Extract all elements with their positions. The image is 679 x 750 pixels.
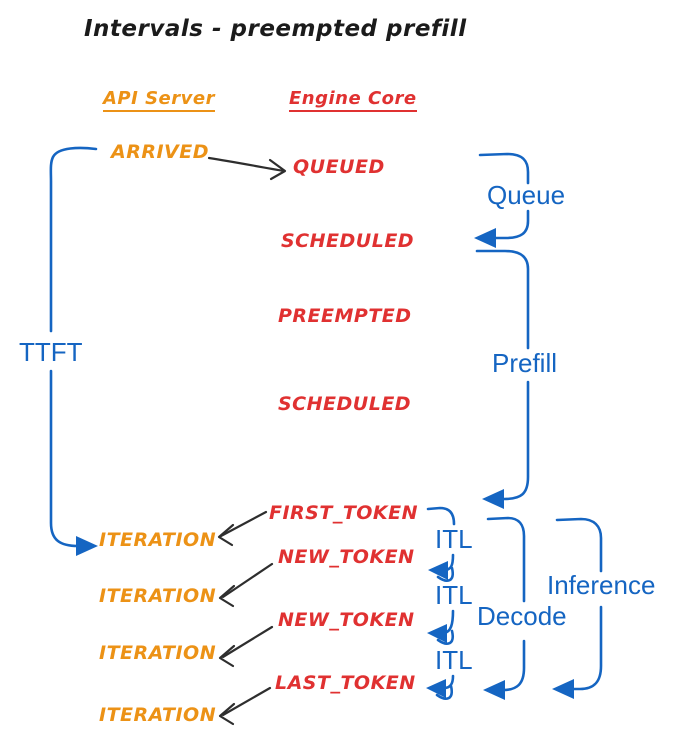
event-iteration-1: ITERATION [99, 529, 217, 551]
interval-label-ttft: TTFT [19, 337, 83, 367]
itl1-arrowhead-left-icon [428, 561, 448, 580]
itl2-arrowhead-left-icon [427, 624, 447, 643]
ttft-bracket [49, 146, 98, 556]
event-scheduled-1: SCHEDULED [281, 230, 415, 252]
event-iteration-3: ITERATION [99, 642, 217, 664]
itl-bracket-2 [427, 609, 455, 645]
interval-label-itl-3: ITL [435, 645, 473, 675]
interval-label-decode: Decode [477, 601, 567, 631]
event-arrived: ARRIVED [111, 141, 209, 163]
diagram-title: Intervals - preempted prefill [84, 16, 467, 42]
prefill-arrowhead-left-icon [482, 489, 504, 509]
prefill-bracket [475, 249, 530, 509]
interval-label-itl-2: ITL [435, 580, 473, 610]
arrow-last-token-to-iteration-4 [218, 686, 272, 726]
event-preempted: PREEMPTED [278, 305, 412, 327]
itl-bracket-1 [426, 506, 456, 582]
event-iteration-4: ITERATION [99, 704, 217, 726]
arrow-new-token-1-to-iteration-2 [218, 562, 274, 608]
arrow-new-token-2-to-iteration-3 [218, 625, 274, 668]
arrow-first-token-to-iteration-1 [217, 510, 268, 547]
event-queued: QUEUED [293, 156, 385, 178]
inference-arrowhead-left-icon [552, 679, 574, 699]
itl-bracket-3 [426, 674, 455, 700]
itl3-arrowhead-left-icon [426, 679, 446, 698]
interval-label-inference: Inference [547, 570, 656, 600]
inference-bracket [552, 517, 603, 699]
column-header-api-server: API Server [103, 88, 215, 112]
event-new-token-1: NEW_TOKEN [278, 546, 415, 568]
event-first-token: FIRST_TOKEN [269, 502, 419, 524]
event-last-token: LAST_TOKEN [275, 672, 416, 694]
event-iteration-2: ITERATION [99, 585, 217, 607]
column-header-engine-core: Engine Core [289, 88, 417, 112]
interval-label-queue: Queue [487, 180, 566, 210]
queue-arrowhead-left-icon [474, 228, 496, 248]
queue-bracket [474, 152, 530, 248]
ttft-arrowhead-right-icon [76, 536, 98, 556]
event-scheduled-2: SCHEDULED [278, 393, 412, 415]
decode-bracket [483, 516, 526, 700]
interval-label-prefill: Prefill [492, 348, 558, 378]
arrow-arrived-to-queued [207, 156, 287, 181]
event-new-token-2: NEW_TOKEN [278, 609, 415, 631]
decode-arrowhead-left-icon [483, 680, 505, 700]
interval-label-itl-1: ITL [435, 524, 473, 554]
